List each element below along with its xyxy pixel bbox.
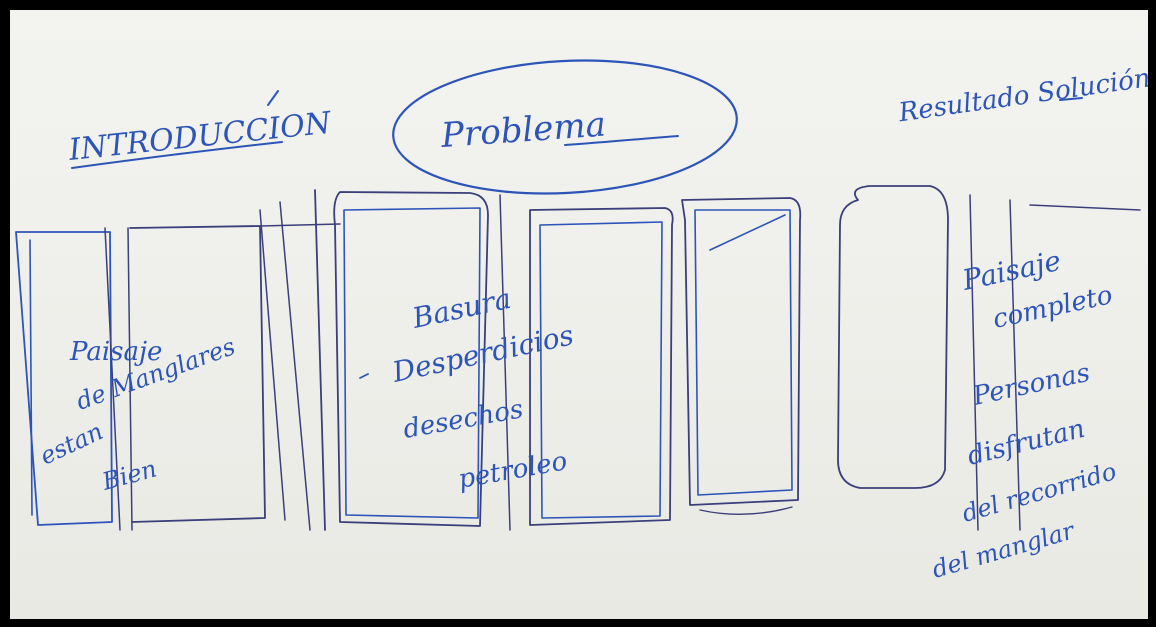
notes-result: Paisaje completo Personas disfrutan del … — [929, 244, 1119, 584]
accent-mark — [268, 91, 278, 105]
note-result-6: del manglar — [929, 516, 1079, 584]
frame-problem-3-base — [700, 507, 792, 514]
note-problem-1: Basura — [409, 282, 514, 335]
frame-problem-3-inner — [695, 210, 792, 495]
note-result-4: disfrutan — [964, 414, 1087, 472]
heading-problem-text: Problema — [439, 105, 607, 156]
note-result-6-wrap: del manglar — [929, 516, 1079, 584]
frames-problem — [315, 190, 800, 530]
frame-problem-3-slash — [710, 215, 785, 250]
heading-result-solution-text: Resultado Solución — [896, 63, 1148, 128]
frame-result-1 — [838, 186, 948, 488]
note-problem-1-wrap: Basura — [409, 282, 514, 335]
note-result-2-wrap: completo — [990, 280, 1115, 335]
note-result-3: Personas — [969, 358, 1092, 412]
storyboard-sketch: INTRODUCCION Problema Resultado Solución — [10, 10, 1148, 619]
frame-divider-4 — [280, 202, 310, 530]
note-result-4-wrap: disfrutan — [964, 414, 1087, 472]
note-result-2: completo — [990, 280, 1115, 335]
heading-introduction-text: INTRODUCCION — [66, 105, 334, 168]
note-intro-4: Bien — [98, 455, 159, 497]
frame-problem-3 — [682, 198, 800, 505]
heading-result-solution-line: Resultado Solución — [896, 63, 1148, 128]
note-intro-3-wrap: estan — [36, 417, 108, 470]
frame-problem-edge — [315, 190, 325, 530]
heading-problem: Problema — [390, 52, 740, 202]
notes-problem: Basura Desperdicios desechos petroleo — [360, 282, 576, 495]
frame-divider-6 — [970, 195, 978, 530]
note-problem-4: petroleo — [456, 446, 569, 495]
note-problem-tick — [360, 374, 368, 378]
notes-introduction: Paisaje de Manglares estan Bien — [36, 332, 239, 496]
frame-link — [260, 224, 340, 226]
paper-sheet: INTRODUCCION Problema Resultado Solución — [10, 10, 1148, 619]
note-intro-3: estan — [36, 417, 108, 470]
note-problem-4-wrap: petroleo — [456, 446, 569, 495]
frame-result-2-top — [1030, 205, 1140, 210]
note-intro-4-wrap: Bien — [98, 455, 159, 497]
heading-introduction: INTRODUCCION — [66, 91, 334, 168]
frame-divider-7 — [1010, 200, 1020, 530]
frame-intro-1-inner — [30, 240, 32, 515]
note-result-3-wrap: Personas — [969, 358, 1092, 412]
heading-result-solution: Resultado Solución — [896, 63, 1148, 128]
